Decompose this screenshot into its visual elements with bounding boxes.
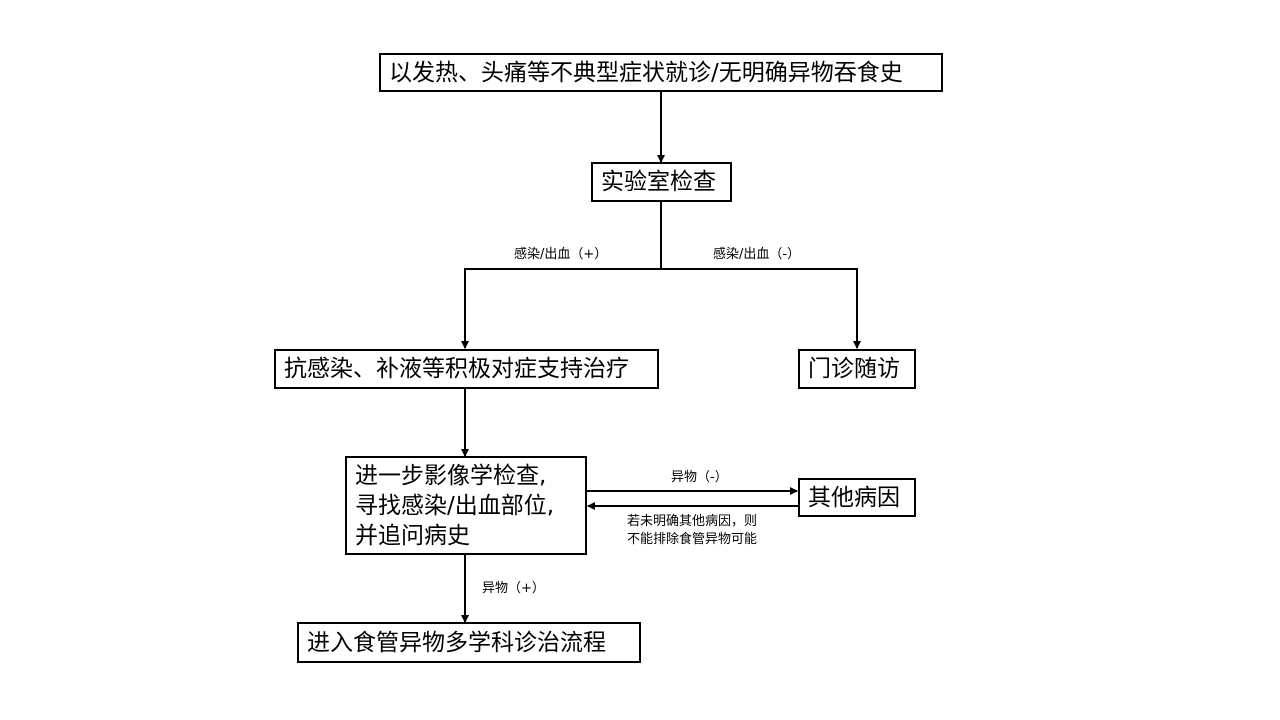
edge-label-infection-positive: 感染/出血（+） [514, 247, 608, 262]
edge-label-foreign-body-positive: 异物（+） [482, 581, 545, 596]
node-further-imaging-line-1: 进一步影像学检查, [355, 462, 547, 489]
node-supportive-treatment: 抗感染、补液等积极对症支持治疗 [274, 349, 659, 389]
edge-label-foreign-body-negative: 异物（-） [671, 470, 728, 485]
node-further-imaging-line-2: 寻找感染/出血部位, [355, 492, 555, 519]
edge-label-infection-negative: 感染/出血（-） [713, 247, 801, 262]
node-outpatient-followup: 门诊随访 [798, 349, 916, 389]
node-other-causes: 其他病因 [798, 478, 916, 517]
edge-label-return-note-line-1: 若未明确其他病因，则 [627, 514, 758, 529]
node-presentation-label: 以发热、头痛等不典型症状就诊/无明确异物吞食史 [389, 59, 903, 86]
node-mdt-pathway-label: 进入食管异物多学科诊治流程 [307, 629, 606, 656]
node-other-causes-label: 其他病因 [808, 484, 900, 511]
node-outpatient-followup-label: 门诊随访 [808, 356, 900, 382]
node-lab-test: 实验室检查 [591, 162, 732, 202]
node-presentation: 以发热、头痛等不典型症状就诊/无明确异物吞食史 [379, 53, 943, 92]
node-lab-test-label: 实验室检查 [601, 169, 716, 195]
node-supportive-treatment-label: 抗感染、补液等积极对症支持治疗 [284, 356, 629, 382]
node-further-imaging: 进一步影像学检查, 寻找感染/出血部位, 并追问病史 [345, 456, 587, 555]
node-further-imaging-line-3: 并追问病史 [355, 522, 470, 549]
edge-label-return-note-line-2: 不能排除食管异物可能 [627, 532, 758, 547]
node-mdt-pathway: 进入食管异物多学科诊治流程 [297, 622, 641, 663]
